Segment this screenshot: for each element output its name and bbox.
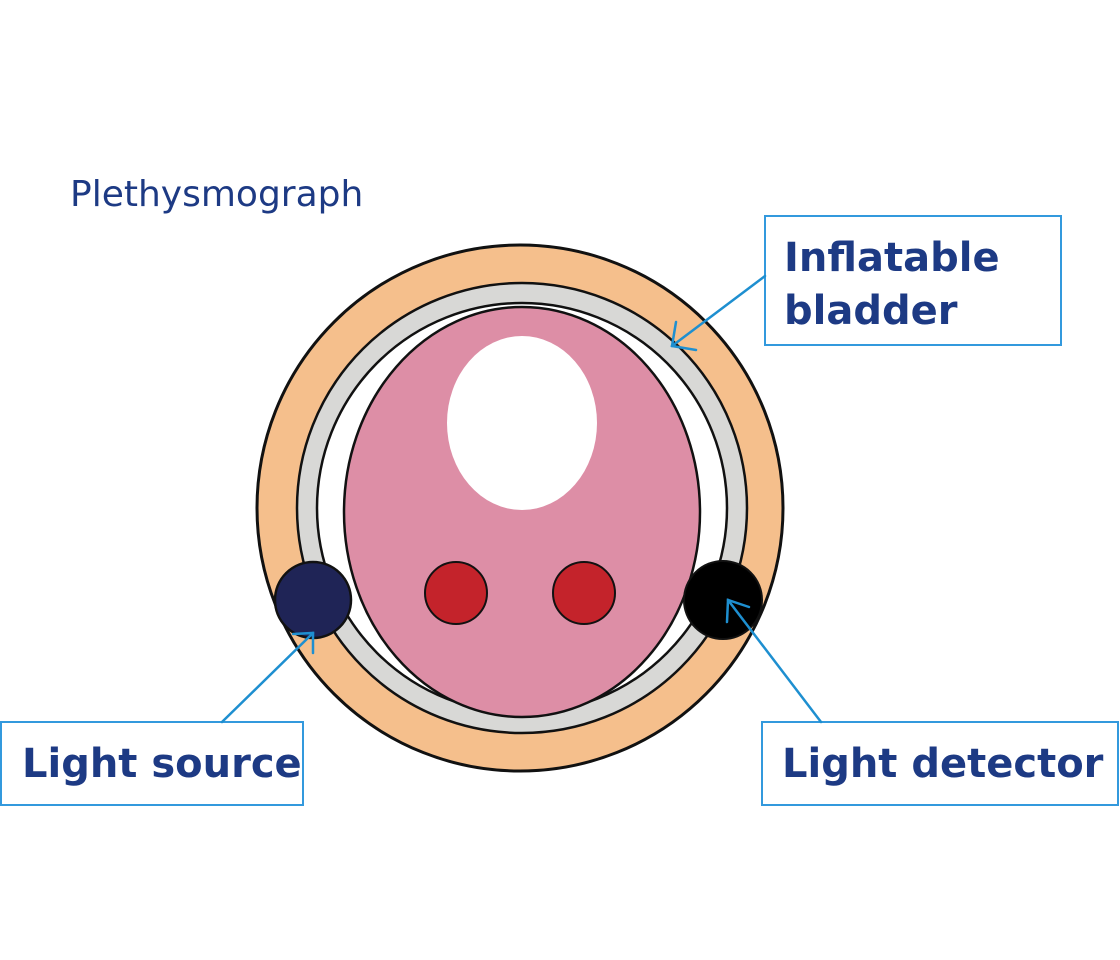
arrow-inflatable-bladder bbox=[670, 274, 767, 352]
blood-vessel-left bbox=[424, 561, 488, 625]
blood-vessel-right bbox=[552, 561, 616, 625]
label-box-light-detector bbox=[761, 721, 1119, 806]
label-inflatable-line2: bladder bbox=[784, 288, 958, 334]
arrow-light-detector bbox=[725, 598, 823, 724]
diagram-title: Plethysmograph bbox=[70, 174, 363, 215]
label-light-detector: Light detector bbox=[782, 741, 1104, 787]
bone bbox=[447, 336, 597, 510]
label-box-inflatable-bladder bbox=[764, 215, 1062, 346]
label-inflatable-line1: Inflatable bbox=[784, 235, 1000, 281]
arrow-light-source bbox=[220, 631, 315, 724]
label-light-source: Light source bbox=[22, 741, 302, 787]
light-source-sensor bbox=[273, 560, 353, 640]
label-box-light-source bbox=[0, 721, 304, 806]
